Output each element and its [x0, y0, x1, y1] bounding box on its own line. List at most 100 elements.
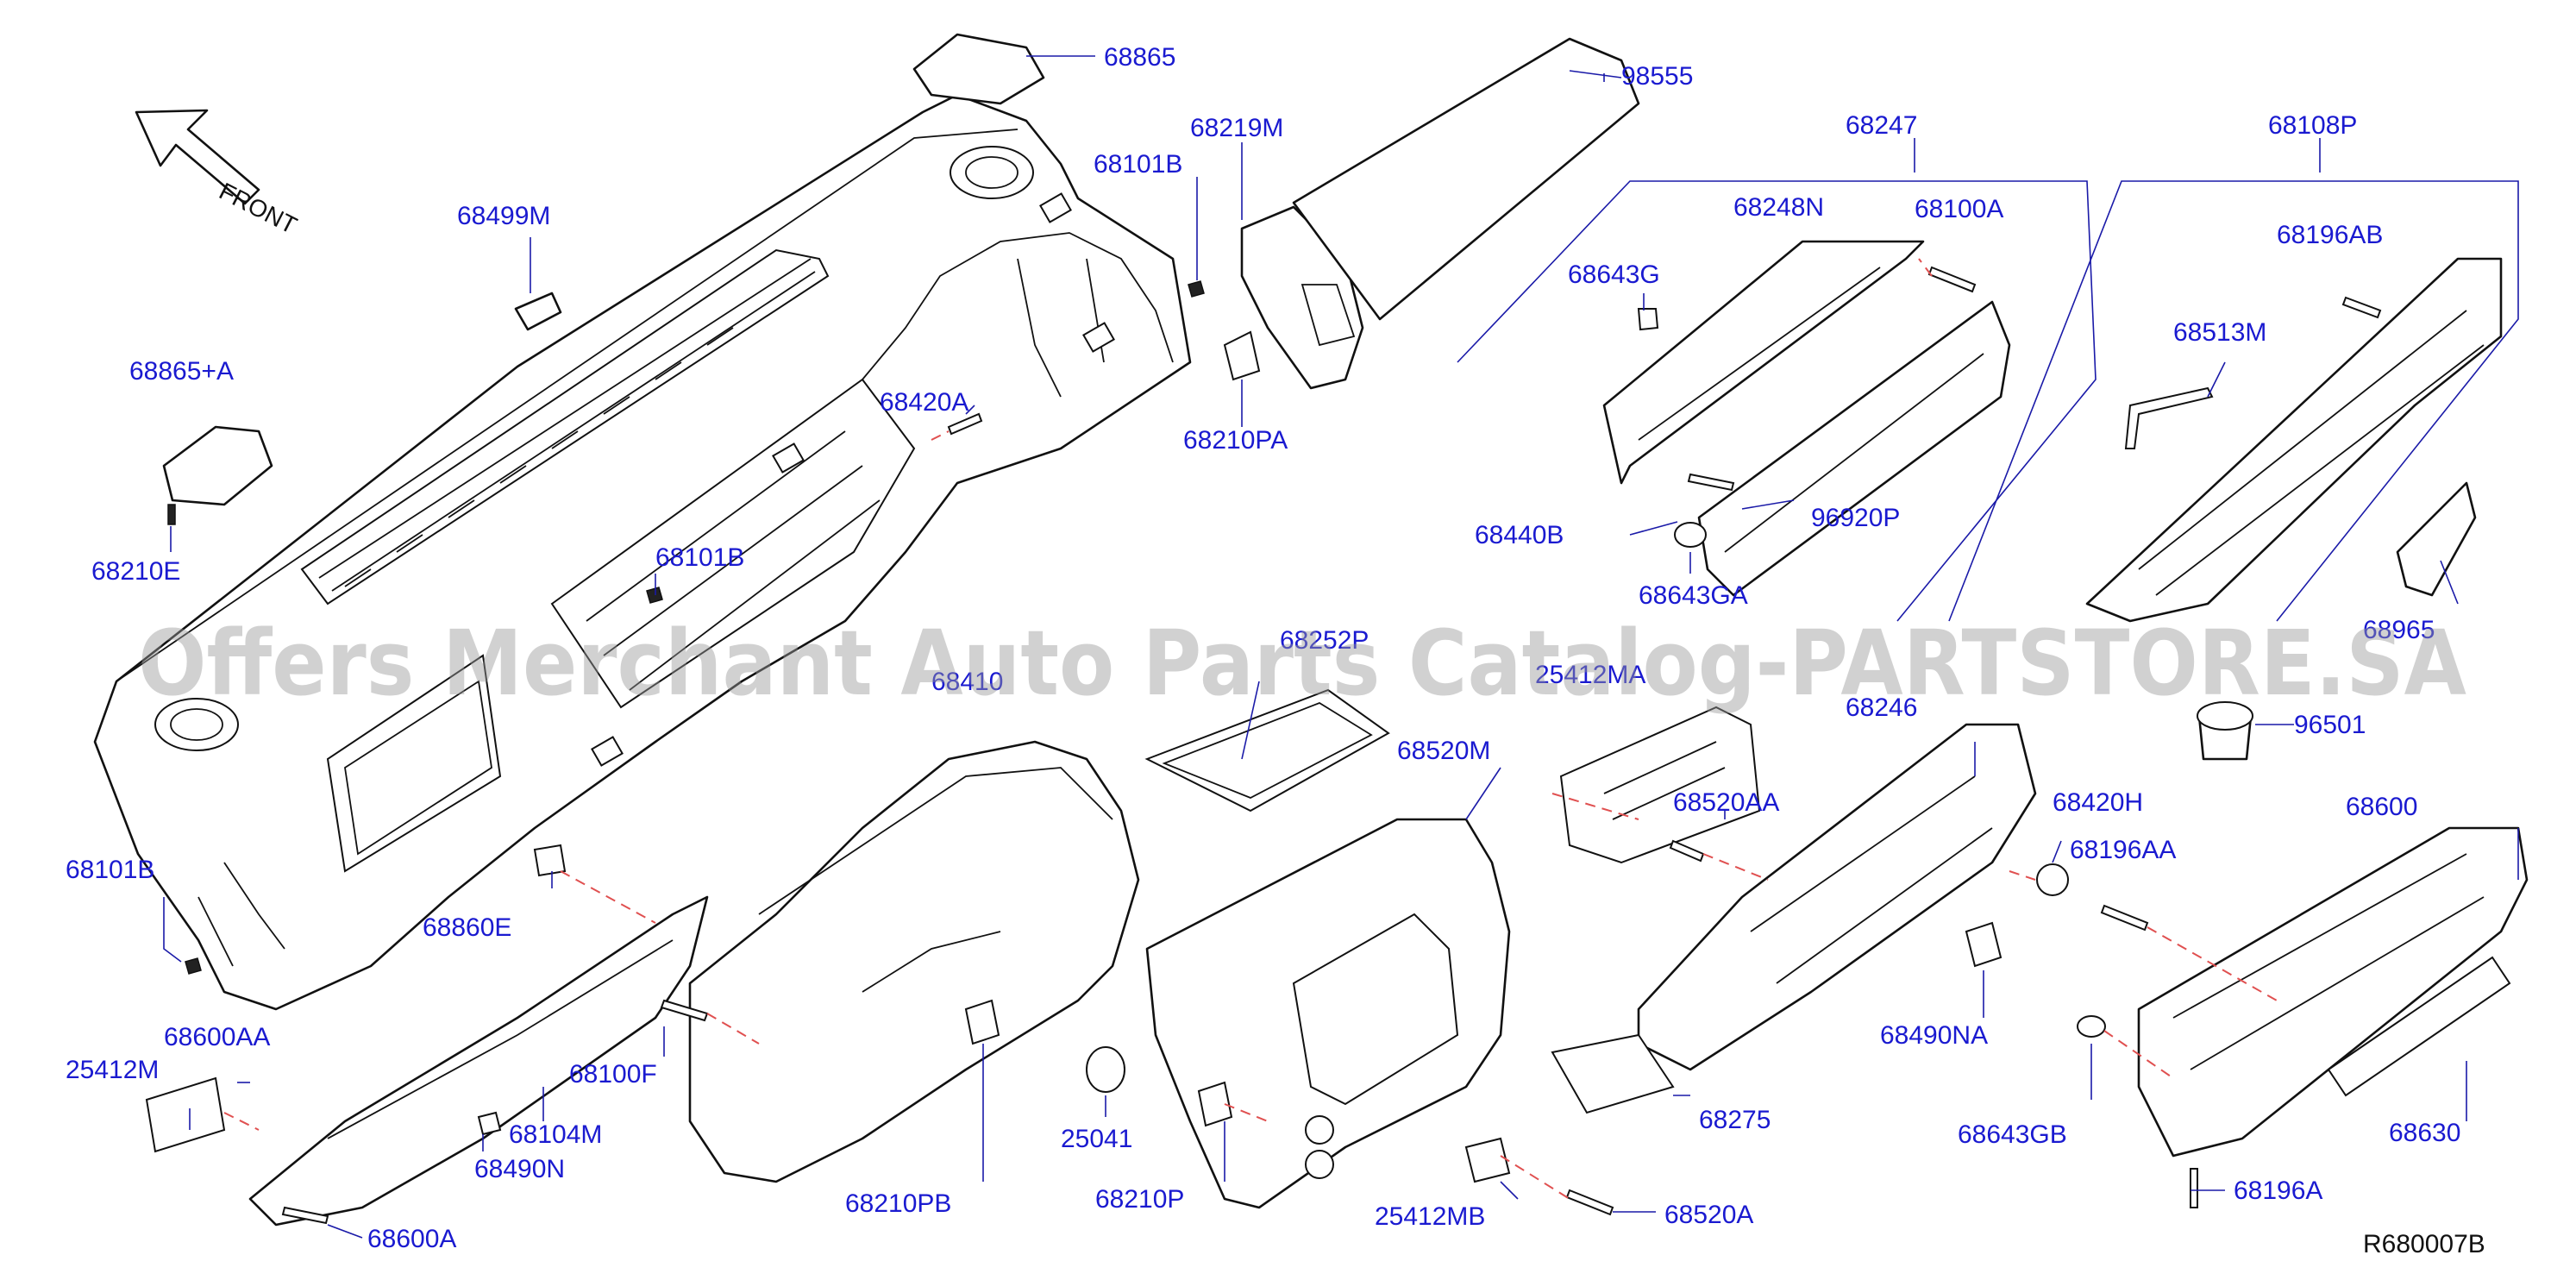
part-96501-socket — [2197, 701, 2253, 761]
callout-68600AA[interactable]: 68600AA — [164, 1023, 270, 1051]
callout-68860E[interactable]: 68860E — [423, 913, 511, 942]
part-68420A-screw — [947, 412, 983, 436]
part-68965-clip — [2396, 481, 2477, 597]
part-68600A-screw — [281, 1206, 329, 1225]
callout-68104M[interactable]: 68104M — [509, 1120, 602, 1149]
callout-68490N[interactable]: 68490N — [474, 1155, 565, 1183]
part-98555-panel — [1292, 37, 1640, 321]
reference-code: R680007B — [2363, 1230, 2485, 1258]
part-68101B-nut-low — [185, 957, 202, 975]
bracket-68247 — [1457, 180, 2097, 622]
part-68104M-lower-panel — [248, 895, 709, 1227]
callout-68108P[interactable]: 68108P — [2268, 111, 2357, 140]
callout-68210P[interactable]: 68210P — [1095, 1185, 1184, 1214]
part-68499M-clip — [514, 292, 562, 331]
part-68490N-label — [477, 1111, 502, 1136]
callout-68865[interactable]: 68865 — [1104, 43, 1175, 72]
part-68643GB-bumper — [2077, 1015, 2106, 1038]
watermark-text: Offers Merchant Auto Parts Catalog-PARTS… — [138, 611, 2466, 716]
callout-68210PB[interactable]: 68210PB — [845, 1189, 951, 1218]
part-68246-glove-box — [1637, 723, 2037, 1071]
callout-25041[interactable]: 25041 — [1061, 1125, 1132, 1153]
part-68865-cover — [912, 33, 1045, 105]
part-68196AA-screw — [2100, 904, 2149, 932]
callout-68101B-low[interactable]: 68101B — [66, 856, 154, 884]
callout-68247[interactable]: 68247 — [1846, 111, 1917, 140]
callout-68420A[interactable]: 68420A — [880, 388, 968, 417]
callout-25412MA[interactable]: 25412MA — [1535, 661, 1645, 689]
part-68196AB-screw — [2341, 296, 2382, 319]
part-68410-cluster-lid — [688, 740, 1140, 1183]
part-68630-inner-panel — [2327, 956, 2511, 1097]
part-68860E-clip — [533, 844, 567, 877]
callout-68643GB[interactable]: 68643GB — [1958, 1120, 2067, 1149]
part-68490NA-label — [1965, 921, 2003, 968]
part-68101B-nut-top — [1188, 280, 1205, 298]
callout-25412MB[interactable]: 25412MB — [1375, 1202, 1485, 1231]
part-68865A-cover — [162, 425, 273, 506]
callout-68520A[interactable]: 68520A — [1664, 1201, 1753, 1229]
callout-68965[interactable]: 68965 — [2363, 616, 2435, 644]
callout-68100A[interactable]: 68100A — [1915, 195, 2003, 223]
part-25412MB-switch — [1464, 1137, 1511, 1183]
part-68210PA-clip — [1223, 330, 1261, 381]
front-arrow-icon — [135, 109, 260, 205]
callout-68865A[interactable]: 68865+A — [129, 357, 234, 386]
callout-68600[interactable]: 68600 — [2346, 793, 2417, 821]
callout-68513M[interactable]: 68513M — [2173, 318, 2266, 347]
callout-68101B-top[interactable]: 68101B — [1094, 150, 1182, 179]
callout-68219M[interactable]: 68219M — [1190, 114, 1283, 142]
part-68101B-nut-mid — [646, 587, 663, 604]
part-68643GA-bumper — [1674, 522, 1707, 548]
part-68210PB-clip — [964, 999, 1000, 1045]
callout-25412M[interactable]: 25412M — [66, 1056, 159, 1084]
part-68248N-lid — [1602, 240, 1925, 485]
callout-98555[interactable]: 98555 — [1621, 62, 1693, 91]
callout-68499M[interactable]: 68499M — [457, 202, 550, 230]
part-25041-ring — [1086, 1046, 1125, 1093]
part-68108P-lower-cover — [2085, 257, 2503, 623]
part-68100A-screw — [1927, 266, 1977, 293]
callout-68520AA[interactable]: 68520AA — [1673, 788, 1779, 817]
callout-68100F[interactable]: 68100F — [569, 1060, 657, 1089]
callout-68196AA[interactable]: 68196AA — [2070, 836, 2176, 864]
callout-96501[interactable]: 96501 — [2294, 711, 2366, 739]
callout-68246[interactable]: 68246 — [1846, 693, 1917, 722]
part-68210P-clip — [1197, 1081, 1233, 1127]
callout-68630[interactable]: 68630 — [2389, 1119, 2460, 1147]
callout-68248N[interactable]: 68248N — [1733, 193, 1824, 222]
front-label: FRONT — [215, 178, 301, 239]
callout-68600A[interactable]: 68600A — [367, 1225, 456, 1253]
callout-68420H[interactable]: 68420H — [2053, 788, 2143, 817]
callout-68101B-mid[interactable]: 68101B — [655, 543, 744, 572]
part-68643G-stopper — [1637, 308, 1659, 331]
part-68210E-screw — [167, 504, 176, 525]
part-68420H-cap — [2036, 863, 2069, 896]
part-68196A-screw — [2190, 1168, 2198, 1208]
part-68520A-screw — [1565, 1189, 1614, 1216]
callout-68196A[interactable]: 68196A — [2234, 1176, 2322, 1205]
callout-68252P[interactable]: 68252P — [1280, 626, 1369, 655]
callout-68275[interactable]: 68275 — [1699, 1106, 1771, 1134]
part-25412MA-switch — [1559, 706, 1761, 864]
callout-68643G[interactable]: 68643G — [1568, 260, 1660, 289]
callout-68440B[interactable]: 68440B — [1475, 521, 1564, 549]
part-25412M-switch — [145, 1076, 226, 1153]
part-68520AA-screw — [1669, 839, 1705, 863]
callout-68520M[interactable]: 68520M — [1397, 737, 1490, 765]
callout-96920P[interactable]: 96920P — [1811, 504, 1900, 532]
instrument-panel-body — [93, 93, 1192, 1011]
callout-68643GA[interactable]: 68643GA — [1639, 581, 1748, 610]
part-96920P-door — [1697, 300, 2011, 597]
bracket-68108P — [1948, 180, 2519, 622]
part-68600-glove-compartment — [2137, 826, 2529, 1158]
callout-68490NA[interactable]: 68490NA — [1880, 1021, 1988, 1050]
part-68513M-link — [2124, 386, 2214, 449]
callout-68210PA[interactable]: 68210PA — [1183, 426, 1288, 455]
callout-68410[interactable]: 68410 — [931, 668, 1003, 696]
callout-68210E[interactable]: 68210E — [91, 557, 180, 586]
part-68100F-screw — [660, 999, 709, 1022]
callout-68196AB[interactable]: 68196AB — [2277, 221, 2383, 249]
part-68275-pocket — [1551, 1033, 1675, 1114]
